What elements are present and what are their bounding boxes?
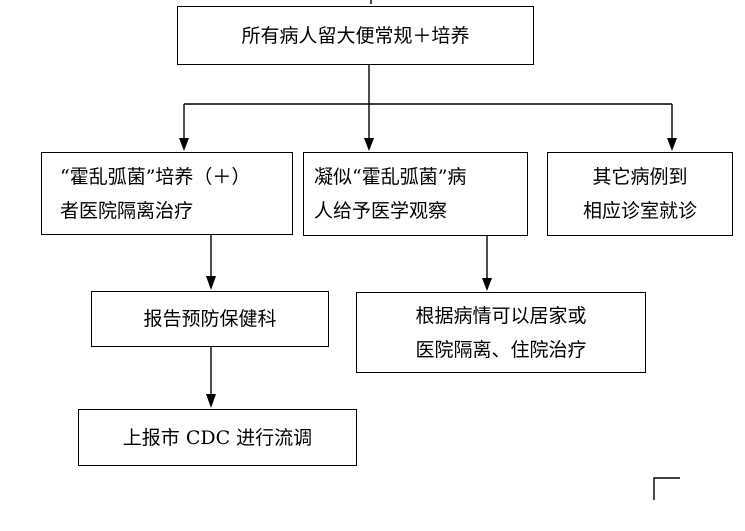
node-report-prevention: 报告预防保健科	[91, 291, 329, 347]
arrowhead-report	[206, 276, 216, 290]
node-all-patients-label: 所有病人留大便常规＋培养	[241, 24, 470, 47]
node-other-line-2: 相应诊室就诊	[582, 200, 697, 222]
page-corner-mark	[653, 477, 680, 500]
node-positive-isolation: “霍乱弧菌”培养（＋） 者医院隔离治疗	[41, 152, 293, 235]
arrowhead-cdc	[206, 394, 216, 408]
node-cdc-label: 上报市 CDC 进行流调	[122, 426, 313, 449]
node-home-text: 根据病情可以居家或 医院隔离、住院治疗	[415, 299, 586, 367]
arrowhead-home	[482, 278, 492, 291]
node-report-cdc: 上报市 CDC 进行流调	[78, 409, 357, 466]
node-report-label: 报告预防保健科	[143, 308, 277, 330]
arrowhead-left	[179, 138, 189, 151]
node-positive-line-1: “霍乱弧菌”培养（＋）	[60, 165, 251, 188]
arrowhead-middle	[364, 138, 374, 151]
node-home-or-hospital: 根据病情可以居家或 医院隔离、住院治疗	[356, 292, 646, 373]
node-other-line-1: 其它病例到	[592, 166, 688, 188]
node-home-line-1: 根据病情可以居家或	[415, 304, 587, 327]
node-positive-text: “霍乱弧菌”培养（＋） 者医院隔离治疗	[60, 160, 250, 228]
node-suspected-observation: 凝似“霍乱弧菌”病 人给予医学观察	[303, 152, 528, 236]
node-other-text: 其它病例到 相应诊室就诊	[583, 160, 697, 228]
node-other-cases: 其它病例到 相应诊室就诊	[547, 152, 733, 236]
node-suspected-line-2: 人给予医学观察	[314, 200, 448, 222]
node-home-line-2: 医院隔离、住院治疗	[415, 338, 587, 361]
node-suspected-line-1: 凝似“霍乱弧菌”病	[314, 166, 467, 188]
arrowhead-right	[667, 138, 677, 151]
node-positive-line-2: 者医院隔离治疗	[60, 199, 194, 222]
node-suspected-text: 凝似“霍乱弧菌”病 人给予医学观察	[314, 160, 466, 228]
node-all-patients-test: 所有病人留大便常规＋培养	[177, 6, 534, 65]
